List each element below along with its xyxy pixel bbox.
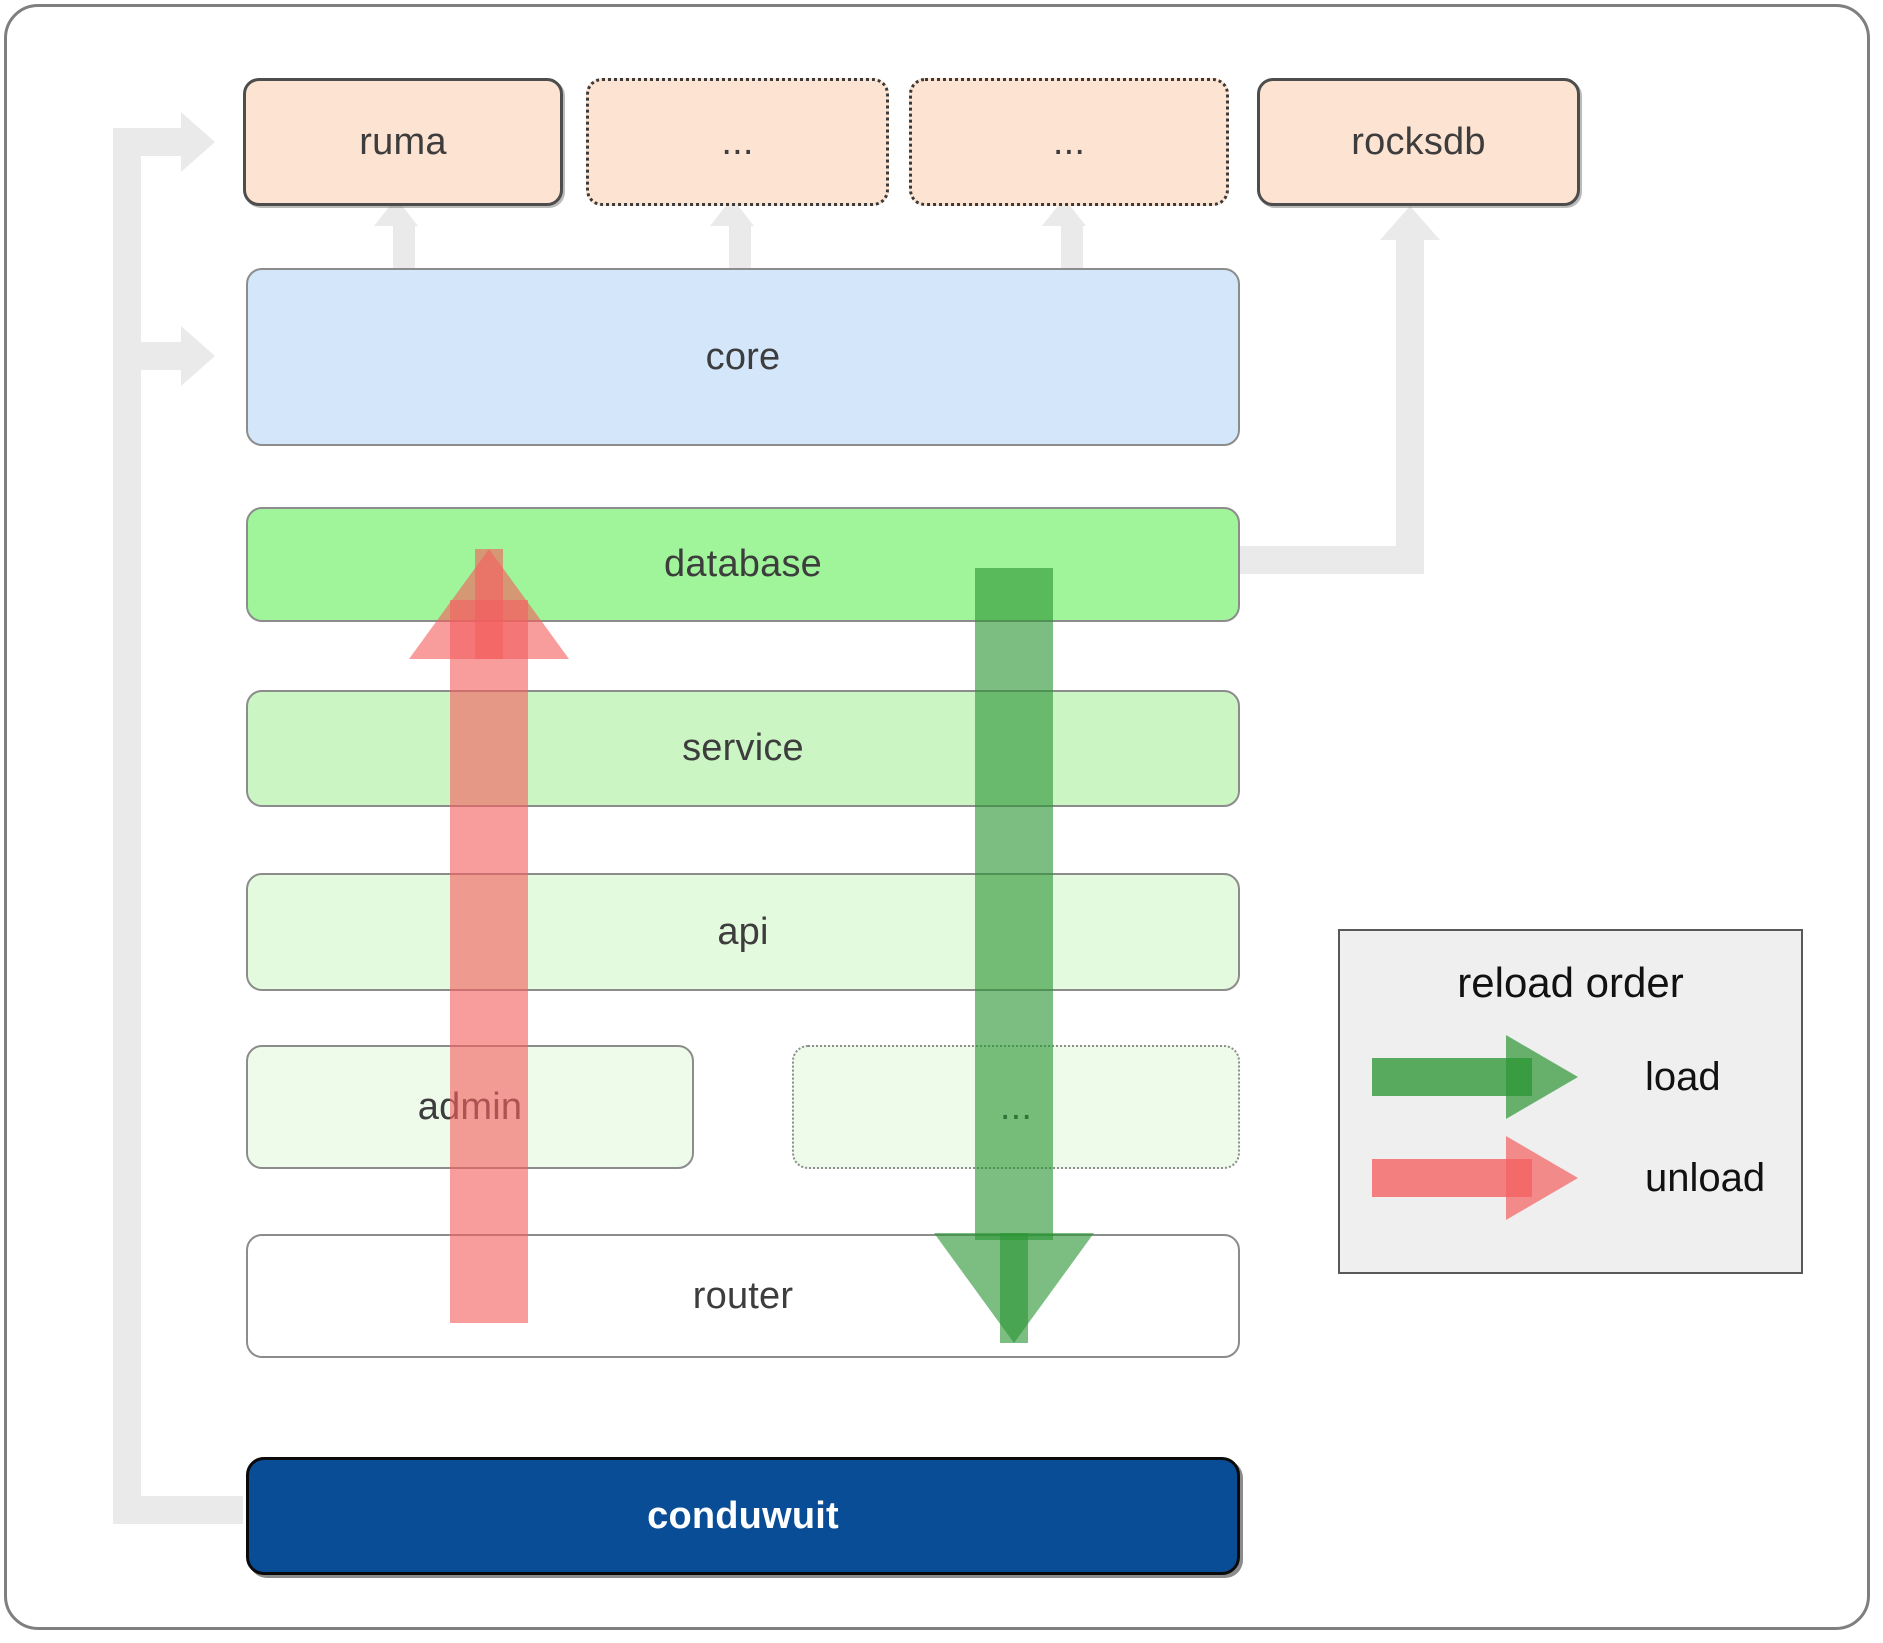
connector-database-to-rocksdb-h xyxy=(1222,546,1424,574)
connector-database-to-rocksdb-v xyxy=(1396,240,1424,560)
connector-core-to-dots2-v xyxy=(1061,222,1083,274)
connector-core-to-ruma-v xyxy=(393,222,415,274)
connector-core-to-dots1-v xyxy=(729,222,751,274)
load-arrow-tip xyxy=(1000,1233,1028,1343)
crate-box-dots-1[interactable]: ... xyxy=(586,78,889,206)
crate-label: ruma xyxy=(359,120,447,163)
crate-box-ruma[interactable]: ruma xyxy=(243,78,563,206)
layer-label: core xyxy=(705,335,781,378)
legend-panel: reload order load unload xyxy=(1338,929,1803,1274)
crate-box-dots-2[interactable]: ... xyxy=(909,78,1229,206)
diagram-frame xyxy=(4,4,1870,1630)
connector-to-core-arrow-icon xyxy=(181,326,215,386)
connector-conduwuit-bottom xyxy=(113,1496,243,1524)
load-arrow-shaft xyxy=(975,568,1053,1240)
legend-title: reload order xyxy=(1457,959,1684,1006)
connector-rocksdb-arrow-icon xyxy=(1380,206,1440,240)
layer-label: database xyxy=(664,543,822,585)
layer-box-api[interactable]: api xyxy=(246,873,1240,991)
unload-arrow-shaft xyxy=(450,600,528,1323)
legend-load-arrow-shaft xyxy=(1372,1058,1532,1096)
connector-to-core-stem xyxy=(113,342,183,370)
layer-box-core[interactable]: core xyxy=(246,268,1240,446)
legend-unload-arrow-head-icon xyxy=(1506,1136,1578,1220)
crate-label: ... xyxy=(1052,120,1086,163)
layer-label: router xyxy=(692,1274,794,1317)
layer-box-service[interactable]: service xyxy=(246,690,1240,807)
connector-conduwuit-trunk xyxy=(113,128,141,1524)
brand-label: conduwuit xyxy=(647,1494,839,1537)
legend-load-label: load xyxy=(1645,1055,1721,1099)
connector-to-ruma-stem xyxy=(113,128,183,156)
legend-load-arrow-head-icon xyxy=(1506,1035,1578,1119)
crate-box-rocksdb[interactable]: rocksdb xyxy=(1257,78,1580,206)
layer-label: api xyxy=(717,910,769,953)
layer-label: service xyxy=(682,727,804,769)
unload-arrow-tip xyxy=(475,549,503,659)
legend-unload-arrow-shaft xyxy=(1372,1159,1532,1197)
crate-label: ... xyxy=(721,120,754,163)
layer-box-database[interactable]: database xyxy=(246,507,1240,622)
legend-unload-label: unload xyxy=(1645,1156,1766,1200)
connector-to-ruma-arrow-icon xyxy=(181,112,215,172)
crate-label: rocksdb xyxy=(1351,120,1486,163)
brand-box-conduwuit[interactable]: conduwuit xyxy=(246,1457,1240,1575)
